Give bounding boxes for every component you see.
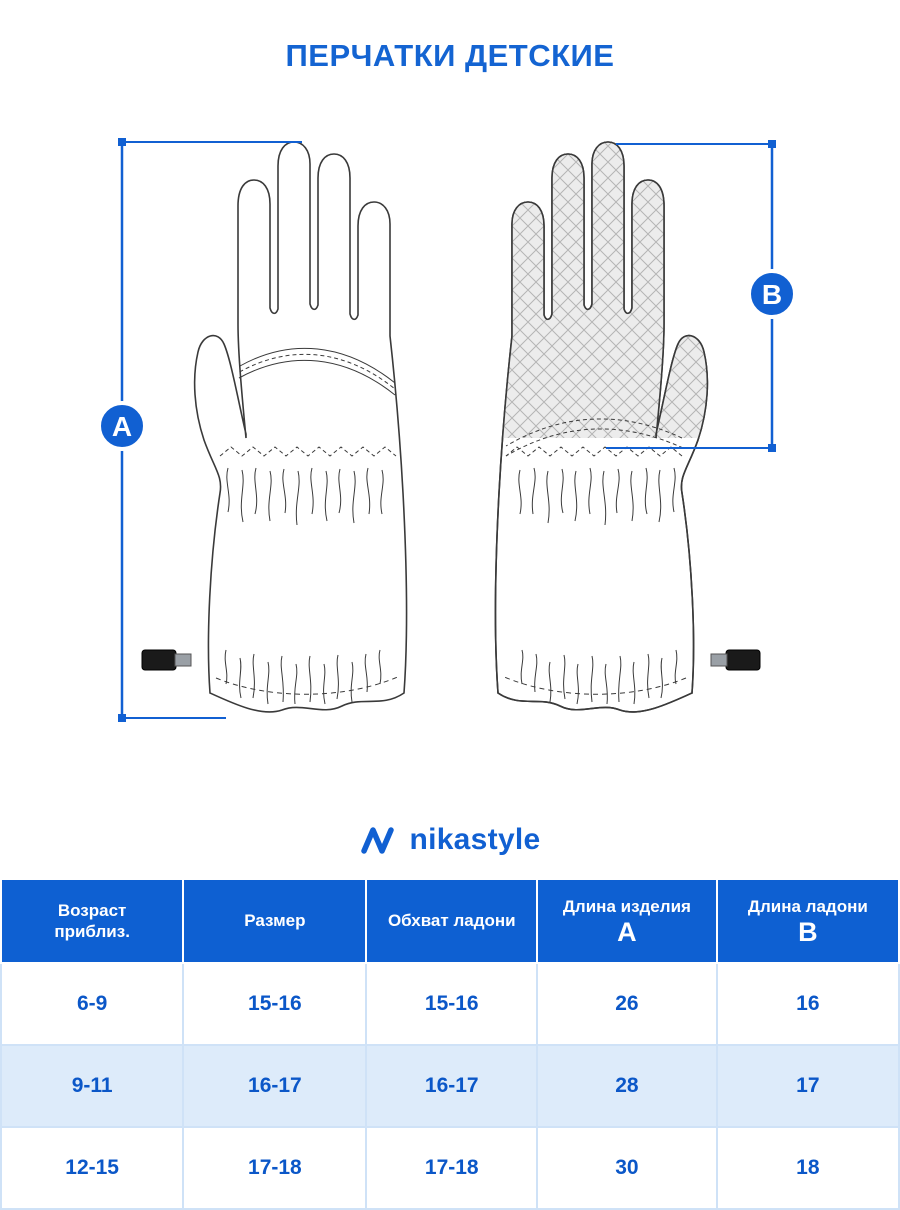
glove-palm-view [494,141,761,713]
size-table: Возраст приблиз. Размер Обхват ладони Дл… [0,878,900,1210]
table-row: 12-15 17-18 17-18 30 18 [0,1126,900,1210]
col-header-length-a-letter: A [617,916,637,947]
measure-b-label: B [762,279,782,310]
table-header-row: Возраст приблиз. Размер Обхват ладони Дл… [0,878,900,964]
nikastyle-logo-icon [361,827,395,854]
quilt-boundary-seam [505,418,684,457]
col-header-length-b: Длина ладони B [715,878,900,964]
table-cell: 30 [536,1126,718,1210]
col-header-size-label: Размер [244,911,306,931]
col-header-age-line1: Возраст [57,900,127,920]
table-cell: 18 [715,1126,900,1210]
brand-logo: nikastyle [0,822,900,858]
table-cell: 26 [536,962,718,1046]
col-header-age-line2: приблиз. [54,922,130,941]
col-header-length-b-label: Длина ладони [747,896,868,916]
brand-name: nikastyle [409,823,541,856]
table-cell: 17-18 [365,1126,539,1210]
col-header-size: Размер [182,878,368,964]
measure-a-badge [97,401,147,451]
table-cell: 12-15 [0,1126,185,1210]
table-cell: 28 [536,1044,718,1128]
drawcord-toggle [710,649,761,671]
measure-b-badge [747,269,797,319]
table-cell: 9-11 [0,1044,185,1128]
col-header-length-b-letter: B [798,916,818,947]
table-row: 9-11 16-17 16-17 28 17 [0,1044,900,1128]
page-title: ПЕРЧАТКИ ДЕТСКИЕ [285,38,615,73]
glove-back-view [141,141,408,713]
col-header-age: Возраст приблиз. [0,878,185,964]
knuckle-seam [238,347,396,396]
table-row: 6-9 15-16 15-16 26 16 [0,962,900,1046]
table-cell: 15-16 [365,962,539,1046]
size-diagram: A B [0,104,900,804]
table-cell: 15-16 [182,962,368,1046]
col-header-length-a-label: Длина изделия [562,896,691,916]
measure-b: B [606,140,797,452]
quilted-palm-area [495,142,708,438]
measure-a-label: A [112,411,132,442]
table-cell: 17 [715,1044,900,1128]
measure-a: A [97,138,302,722]
table-cell: 16-17 [182,1044,368,1128]
col-header-length-a: Длина изделия A [536,878,718,964]
table-cell: 16-17 [365,1044,539,1128]
table-cell: 17-18 [182,1126,368,1210]
table-cell: 6-9 [0,962,185,1046]
col-header-palm-girth-label: Обхват ладони [387,911,516,931]
drawcord-toggle [141,649,192,671]
table-cell: 16 [715,962,900,1046]
col-header-palm-girth: Обхват ладони [365,878,539,964]
gloves-diagram: A B [97,138,797,722]
